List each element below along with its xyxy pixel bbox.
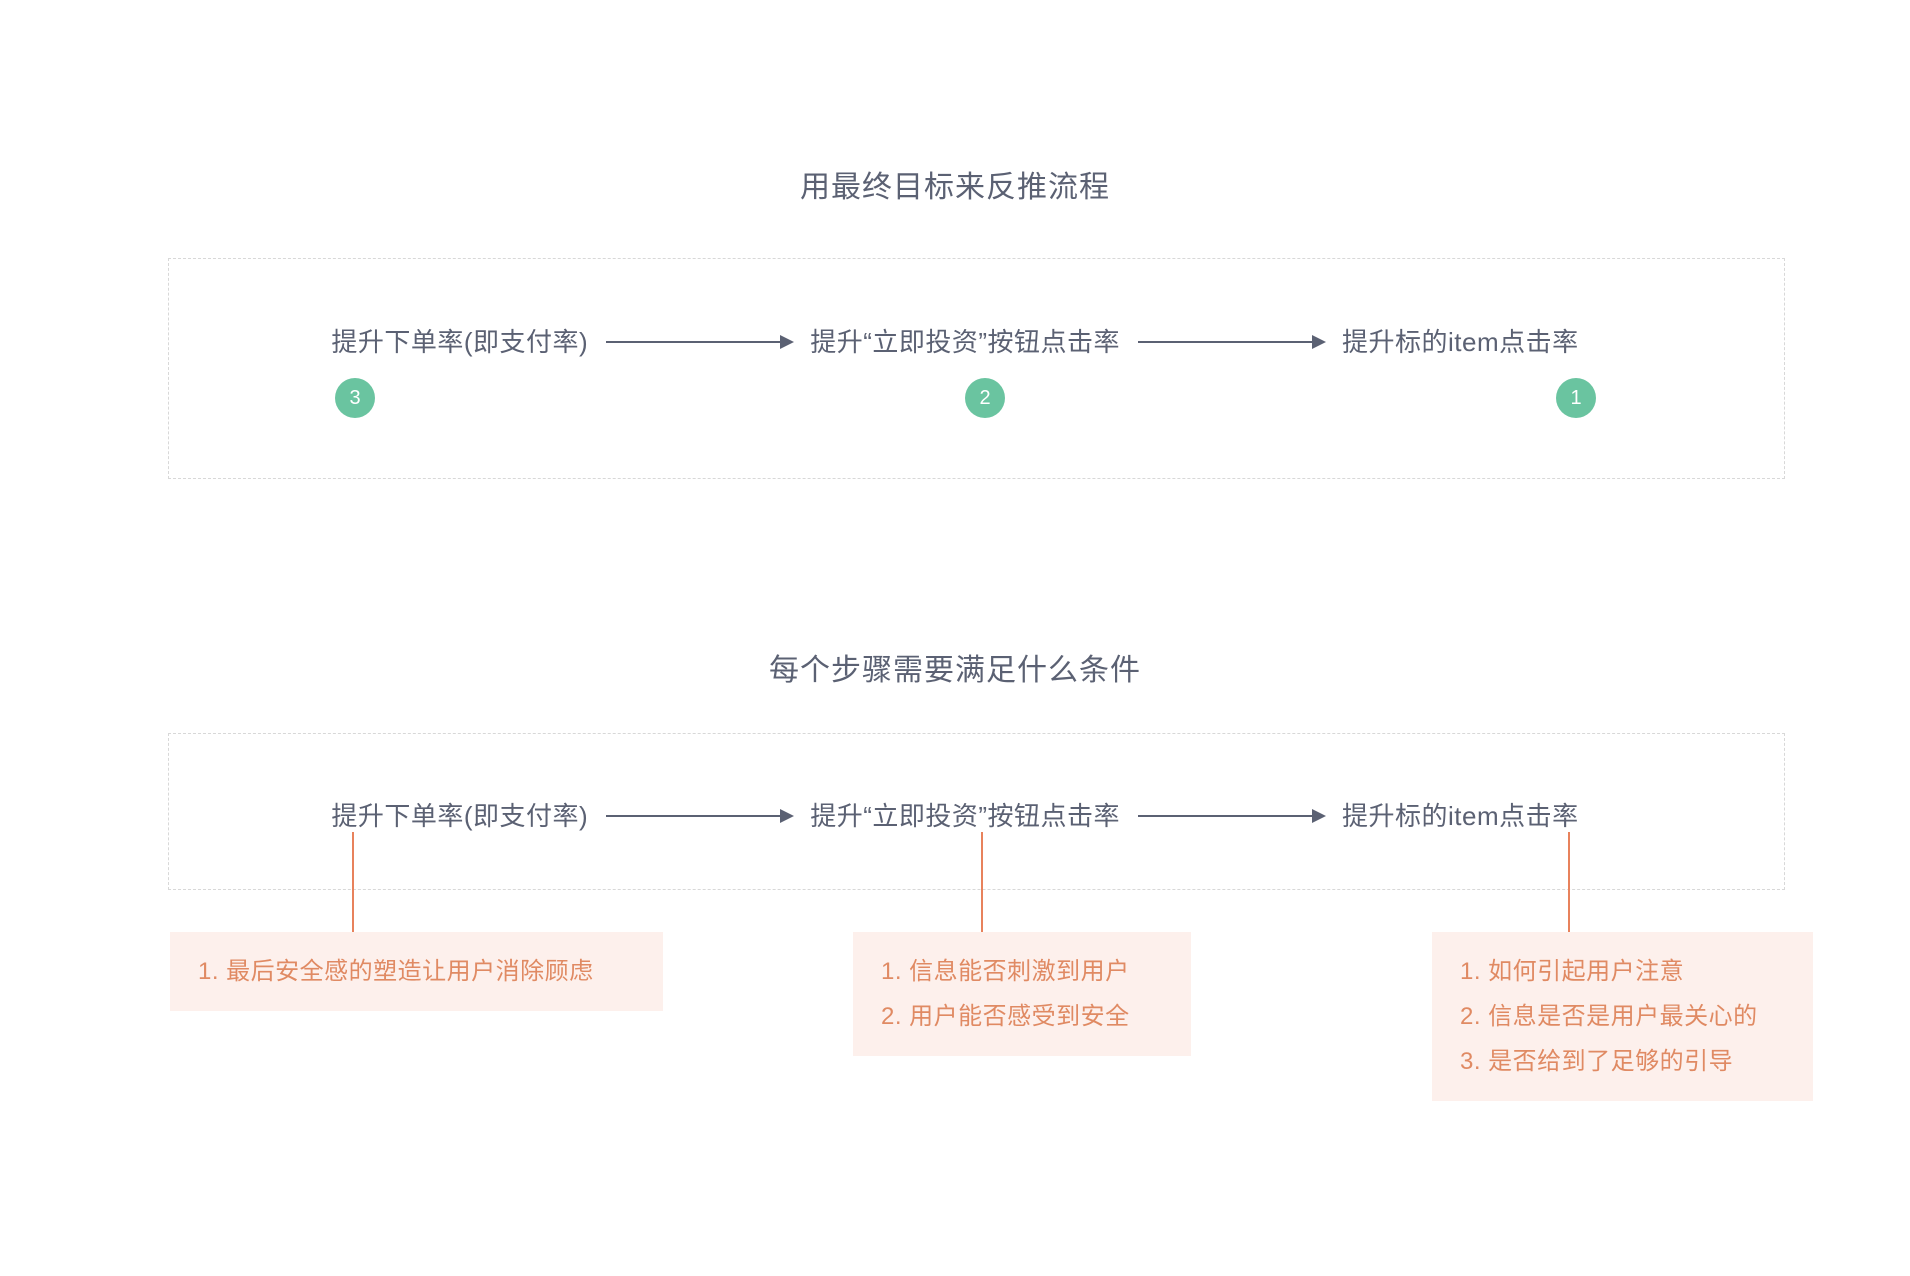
condition-node-label-2: 提升“立即投资”按钮点击率 <box>810 801 1121 831</box>
condition-note-box-3: 1. 如何引起用户注意 2. 信息是否是用户最关心的 3. 是否给到了足够的引导 <box>1432 932 1813 1101</box>
step-badge-1: 1 <box>1556 378 1596 418</box>
note-connector-line-3 <box>1568 832 1570 932</box>
flow-arrow-1 <box>606 335 795 349</box>
flow-node-label-1: 提升下单率(即支付率) <box>331 327 589 357</box>
condition-arrow-1 <box>606 809 795 823</box>
section-title-goal-flow: 用最终目标来反推流程 <box>800 171 1110 204</box>
note-line: 1. 如何引起用户注意 <box>1460 958 1685 985</box>
flow-container-step-conditions <box>168 733 1785 890</box>
section-title-step-conditions: 每个步骤需要满足什么条件 <box>769 654 1141 687</box>
condition-node-label-1: 提升下单率(即支付率) <box>331 801 589 831</box>
flow-row-step-conditions: 提升下单率(即支付率) 提升“立即投资”按钮点击率 提升标的item点击率 <box>0 795 1910 837</box>
note-line: 2. 用户能否感受到安全 <box>881 1003 1130 1030</box>
note-line: 1. 最后安全感的塑造让用户消除顾虑 <box>198 958 594 985</box>
flow-row-goal-flow: 提升下单率(即支付率) 提升“立即投资”按钮点击率 提升标的item点击率 <box>0 321 1910 363</box>
note-connector-line-1 <box>352 832 354 932</box>
flow-arrow-2 <box>1138 335 1327 349</box>
condition-node-label-3: 提升标的item点击率 <box>1342 801 1579 831</box>
condition-note-box-2: 1. 信息能否刺激到用户 2. 用户能否感受到安全 <box>853 932 1191 1056</box>
step-badge-3: 3 <box>335 378 375 418</box>
step-badge-2: 2 <box>965 378 1005 418</box>
note-line: 1. 信息能否刺激到用户 <box>881 958 1130 985</box>
note-connector-line-2 <box>981 832 983 932</box>
flow-node-label-3: 提升标的item点击率 <box>1342 327 1579 357</box>
flow-container-goal-flow <box>168 258 1785 479</box>
note-line: 3. 是否给到了足够的引导 <box>1460 1048 1734 1075</box>
flow-node-label-2: 提升“立即投资”按钮点击率 <box>810 327 1121 357</box>
note-line: 2. 信息是否是用户最关心的 <box>1460 1003 1758 1030</box>
condition-arrow-2 <box>1138 809 1327 823</box>
condition-note-box-1: 1. 最后安全感的塑造让用户消除顾虑 <box>170 932 663 1011</box>
